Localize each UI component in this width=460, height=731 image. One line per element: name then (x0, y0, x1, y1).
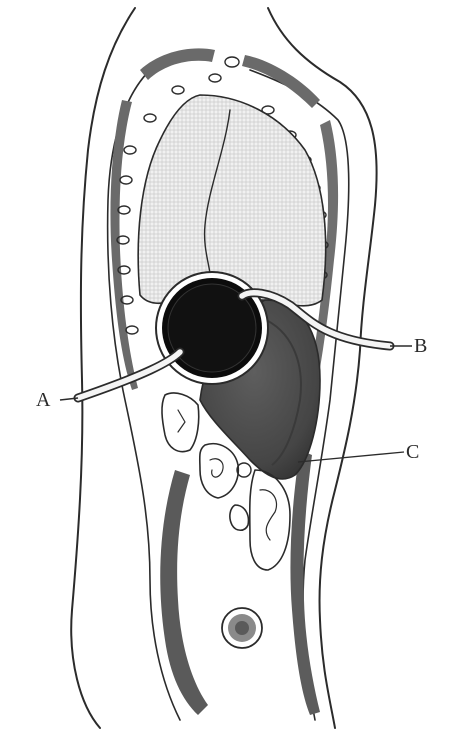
round-organ (222, 608, 262, 648)
label-b: B (414, 335, 427, 357)
lung-region (138, 95, 325, 306)
label-c: C (406, 441, 419, 463)
label-a: A (36, 389, 51, 411)
